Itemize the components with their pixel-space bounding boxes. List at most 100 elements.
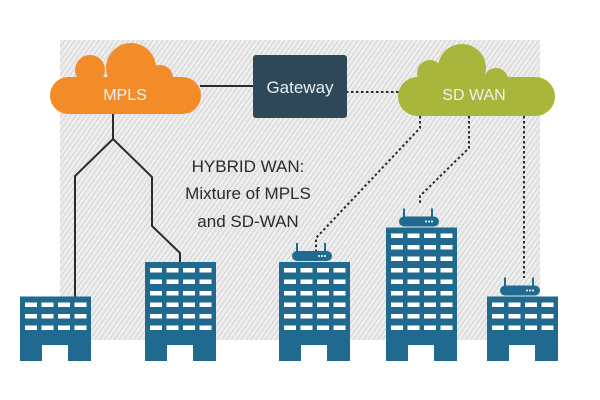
- building-window: [166, 325, 179, 330]
- building-window: [541, 325, 554, 330]
- building-window: [58, 302, 70, 307]
- building-window: [150, 314, 162, 319]
- building-window: [440, 302, 453, 307]
- link-sdwan-building-4: [419, 116, 470, 203]
- building-window: [407, 279, 420, 284]
- building-1[interactable]: [20, 296, 91, 362]
- building-window: [199, 302, 212, 307]
- router-icon[interactable]: [292, 243, 332, 261]
- building-window: [199, 268, 212, 273]
- building-window: [317, 325, 329, 330]
- building-2[interactable]: [145, 262, 216, 361]
- router-led: [526, 289, 528, 292]
- building-door: [167, 345, 193, 361]
- building-window: [508, 302, 521, 307]
- building-window: [424, 291, 436, 296]
- sdwan-label: SD WAN: [442, 87, 505, 104]
- building-window: [508, 314, 521, 319]
- building-window: [391, 233, 403, 238]
- building-window: [492, 325, 504, 330]
- building-window: [166, 279, 179, 284]
- building-4[interactable]: [386, 208, 457, 362]
- router-icon[interactable]: [399, 208, 439, 227]
- building-window: [541, 314, 554, 319]
- building-window: [407, 314, 420, 319]
- router-led: [425, 220, 427, 223]
- building-window: [333, 314, 346, 319]
- building-window: [199, 325, 212, 330]
- building-window: [508, 325, 521, 330]
- building-window: [183, 325, 195, 330]
- building-window: [317, 314, 329, 319]
- router-led: [428, 220, 430, 223]
- building-window: [407, 268, 420, 273]
- building-window: [424, 325, 436, 330]
- link-mpls-building-1: [74, 112, 114, 302]
- building-window: [440, 233, 453, 238]
- building-window: [391, 291, 403, 296]
- building-window: [440, 314, 453, 319]
- caption-line-3: and SD-WAN: [197, 212, 298, 231]
- link-mpls-building-2: [112, 138, 181, 268]
- building-window: [525, 325, 537, 330]
- building-body: [145, 262, 216, 361]
- building-window: [284, 302, 296, 307]
- building-window: [183, 314, 195, 319]
- caption-line-2: Mixture of MPLS: [185, 184, 311, 203]
- building-window: [74, 314, 87, 319]
- building-window: [284, 279, 296, 284]
- building-window: [424, 314, 436, 319]
- mpls-cloud[interactable]: MPLS: [50, 43, 201, 114]
- building-window: [41, 314, 54, 319]
- building-window: [150, 268, 162, 273]
- buildings: [20, 208, 558, 362]
- building-window: [183, 302, 195, 307]
- building-window: [333, 325, 346, 330]
- gateway-node[interactable]: Gateway: [253, 55, 347, 118]
- router-led: [431, 220, 433, 223]
- building-window: [300, 268, 313, 273]
- building-window: [440, 245, 453, 250]
- building-window: [391, 268, 403, 273]
- sdwan-cloud[interactable]: SD WAN: [398, 44, 555, 116]
- building-window: [391, 245, 403, 250]
- connection-lines: [74, 85, 525, 302]
- building-window: [333, 291, 346, 296]
- building-door: [42, 345, 68, 361]
- router-led: [529, 289, 531, 292]
- router-body: [399, 216, 439, 227]
- diagram-caption: HYBRID WAN: Mixture of MPLS and SD-WAN: [185, 157, 311, 231]
- building-window: [41, 325, 54, 330]
- building-window: [492, 314, 504, 319]
- gateway-label: Gateway: [266, 78, 334, 97]
- building-window: [74, 325, 87, 330]
- router-led: [318, 255, 320, 257]
- building-window: [300, 291, 313, 296]
- building-window: [407, 256, 420, 261]
- building-window: [183, 279, 195, 284]
- building-window: [424, 245, 436, 250]
- building-window: [317, 268, 329, 273]
- caption-line-1: HYBRID WAN:: [192, 157, 305, 176]
- building-window: [284, 325, 296, 330]
- building-window: [150, 291, 162, 296]
- building-window: [333, 302, 346, 307]
- building-window: [300, 314, 313, 319]
- building-3[interactable]: [279, 243, 350, 361]
- building-window: [424, 233, 436, 238]
- building-window: [317, 302, 329, 307]
- building-window: [440, 279, 453, 284]
- building-5[interactable]: [487, 277, 558, 362]
- building-window: [541, 302, 554, 307]
- building-window: [407, 233, 420, 238]
- building-window: [300, 279, 313, 284]
- router-icon[interactable]: [500, 277, 540, 296]
- building-window: [58, 314, 70, 319]
- building-window: [300, 302, 313, 307]
- building-window: [440, 325, 453, 330]
- building-window: [25, 325, 37, 330]
- building-window: [440, 291, 453, 296]
- building-window: [150, 325, 162, 330]
- building-window: [317, 279, 329, 284]
